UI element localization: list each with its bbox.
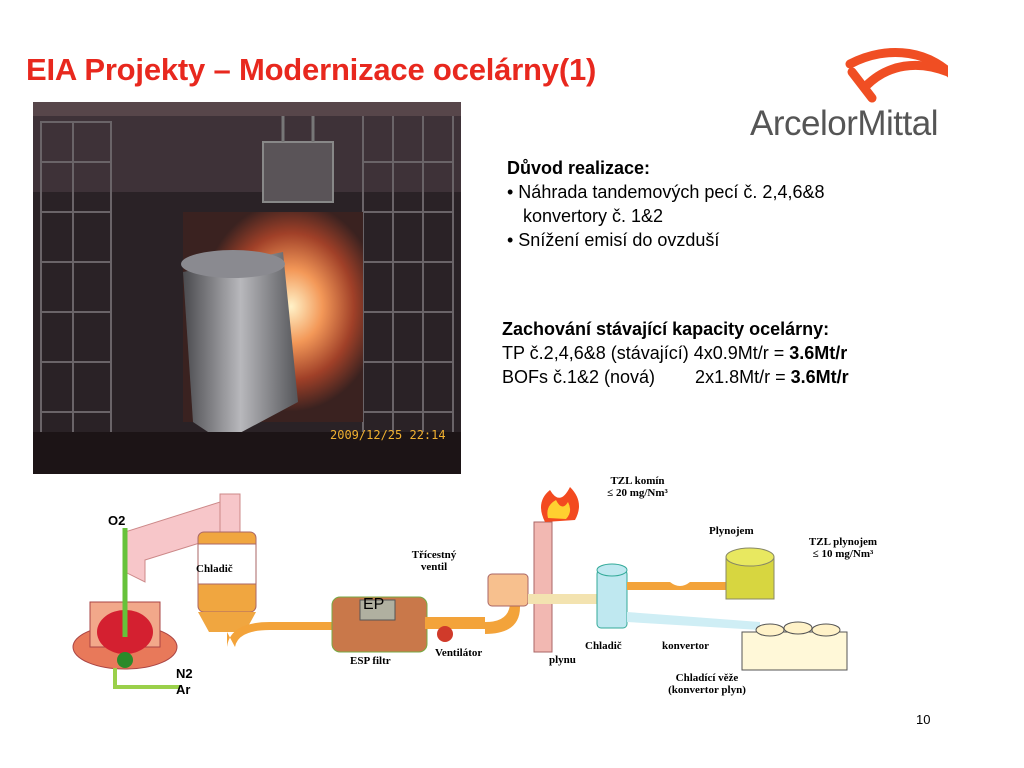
- reason-bullet-2: • Snížení emisí do ovzduší: [507, 230, 720, 250]
- label-tzl-plynojem: TZL plynojem≤ 10 mg/Nm³: [808, 536, 878, 560]
- capacity-row-1: TP č.2,4,6&8 (stávající) 4x0.9Mt/r = 3.6…: [502, 343, 848, 363]
- photo-timestamp: 2009/12/25 22:14: [330, 428, 446, 442]
- reason-heading: Důvod realizace:: [507, 158, 651, 178]
- capacity-heading: Zachování stávající kapacity ocelárny:: [502, 319, 830, 339]
- steelworks-photo: [33, 102, 461, 474]
- capacity-block: Zachování stávající kapacity ocelárny: T…: [502, 317, 849, 389]
- reason-bullet-1: • Náhrada tandemových pecí č. 2,4,6&8: [507, 182, 825, 202]
- label-ar: Ar: [176, 682, 191, 697]
- label-esp: ESP filtr: [350, 655, 391, 667]
- reason-block: Důvod realizace: • Náhrada tandemových p…: [507, 156, 825, 252]
- label-konvertor: konvertor: [662, 640, 710, 652]
- reason-bullet-1-cont: konvertory č. 1&2: [523, 206, 664, 226]
- label-n2: N2: [176, 666, 193, 681]
- label-tzl-komin: TZL komín≤ 20 mg/Nm³: [607, 475, 668, 499]
- label-chladici-veze: Chladící věže(konvertor plyn): [668, 672, 746, 696]
- label-ep: EP: [363, 596, 385, 613]
- label-plynojem: Plynojem: [709, 525, 754, 537]
- logo-text: ArcelorMittal: [750, 104, 938, 143]
- capacity-row-2: BOFs č.1&2 (nová) 2x1.8Mt/r = 3.6Mt/r: [502, 367, 849, 387]
- label-ventilator: Ventilátor: [435, 647, 483, 659]
- label-o2: O2: [108, 513, 126, 528]
- label-chladic-plynu: Chladič: [585, 640, 622, 652]
- label-plynu: plynu: [549, 654, 576, 666]
- process-diagram: [72, 487, 848, 689]
- page-number: 10: [916, 712, 931, 727]
- slide-title: EIA Projekty – Modernizace ocelárny(1): [26, 52, 597, 87]
- label-chladic: Chladič: [196, 563, 233, 575]
- arcelormittal-logo: [845, 48, 948, 103]
